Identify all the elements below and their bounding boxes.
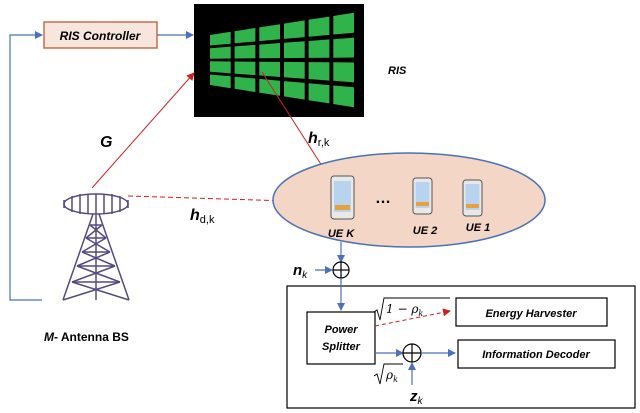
ue-1-phone [462, 179, 483, 217]
ris-element [333, 12, 354, 35]
ris-panel [194, 4, 364, 117]
ue-cluster [272, 152, 546, 248]
ris-element [308, 39, 330, 58]
ue-k-phone [330, 175, 355, 220]
power-splitter-line2: Splitter [322, 341, 361, 353]
ris-element [333, 85, 354, 108]
ue-ellipsis: … [375, 190, 391, 207]
zk-label: zk [409, 388, 424, 407]
ue-2-label: UE 2 [413, 225, 437, 237]
ris-element [234, 61, 256, 76]
ris-element [210, 74, 231, 89]
energy-harvester-box: Energy Harvester [455, 297, 608, 327]
bs-label: M- Antenna BS [44, 330, 129, 344]
ris-controller-box: RIS Controller [43, 21, 158, 49]
bs-to-controller-line [9, 31, 43, 301]
ris-element [234, 76, 256, 92]
ris-element [210, 46, 231, 59]
hr-channel-label: hr,k [308, 130, 330, 149]
ue-k-label: UE K [328, 228, 355, 240]
ris-element [308, 83, 330, 104]
bs-tower [62, 193, 130, 301]
sqrt-rho-label: ρk [373, 363, 403, 385]
ris-element-grid [210, 12, 354, 108]
ris-element [284, 81, 305, 100]
ris-element [210, 31, 231, 46]
ue-1-label: UE 1 [466, 222, 490, 234]
ris-element [234, 28, 256, 44]
ris-element [259, 61, 280, 77]
ris-element [333, 37, 354, 58]
ris-element [210, 61, 231, 74]
energy-harvester-label: Energy Harvester [485, 308, 577, 320]
nk-label: nk [293, 262, 308, 281]
ue-2-phone [412, 177, 433, 215]
ris-controller-label: RIS Controller [60, 29, 142, 43]
power-splitter-box: Power Splitter [306, 311, 376, 365]
g-channel-label: G [100, 134, 112, 151]
g-channel-arrow [91, 72, 195, 189]
ris-element [308, 62, 330, 81]
hd-channel-label: hd,k [190, 207, 215, 226]
ris-element [259, 43, 280, 59]
ris-element [284, 41, 305, 59]
svg-text:1 − ρk: 1 − ρk [386, 302, 423, 318]
information-decoder-label: Information Decoder [482, 349, 590, 361]
power-splitter-line1: Power [324, 324, 358, 336]
svg-text:ρk: ρk [385, 368, 398, 384]
receiver-box [286, 285, 636, 409]
splitter-to-harvester-arrow [374, 308, 451, 327]
noise-adder-zk [402, 343, 422, 363]
information-decoder-box: Information Decoder [457, 339, 616, 369]
ris-element [308, 16, 330, 37]
ris-element [284, 61, 305, 79]
hr-channel-arrow [261, 71, 332, 181]
ris-element [333, 62, 354, 83]
sqrt-one-minus-rho-label: 1 − ρk [373, 297, 450, 321]
ris-label: RIS [388, 65, 407, 77]
ris-element [234, 44, 256, 59]
ris-element [284, 20, 305, 39]
ris-element [259, 24, 280, 42]
noise-adder-nk [332, 261, 350, 279]
